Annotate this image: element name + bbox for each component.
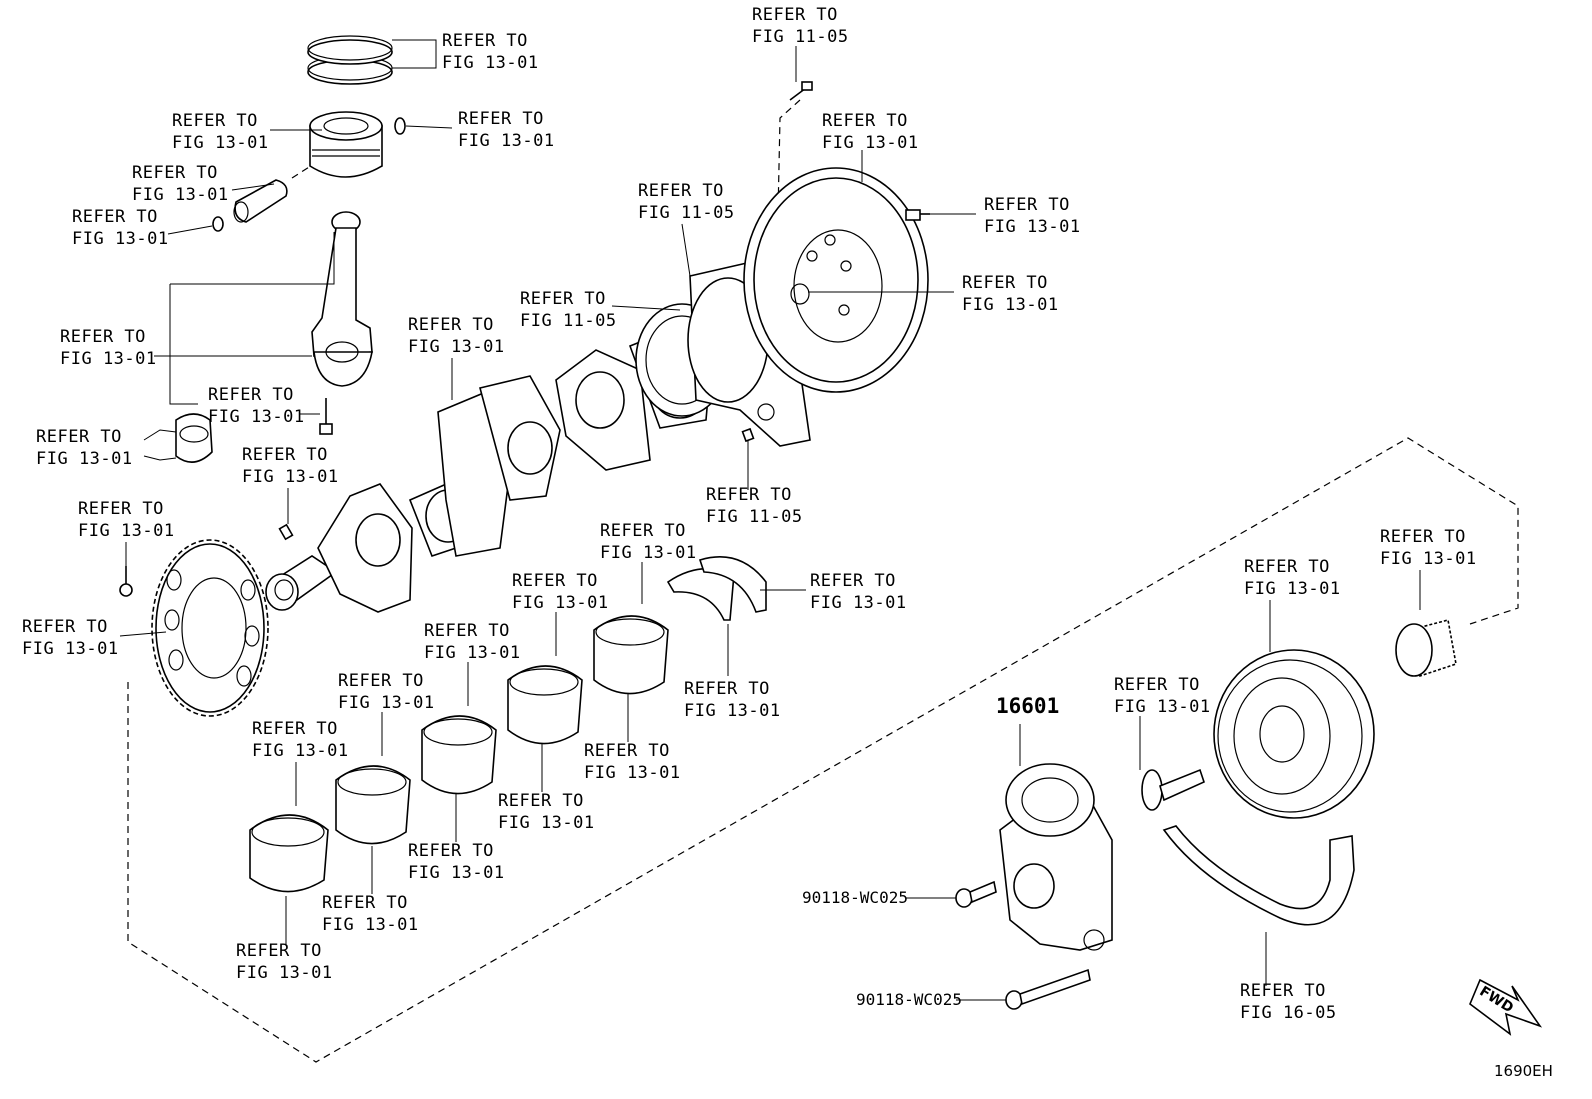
connecting-rod-drawing	[311, 211, 373, 387]
tensioner-bolt-long-drawing	[1005, 968, 1091, 1010]
snap-ring-left	[212, 216, 224, 232]
bolt-short-part-number[interactable]: 90118-WC025	[802, 888, 908, 907]
crank-pulley-drawing	[1213, 649, 1375, 819]
pulley-bolt-drawing	[1141, 768, 1205, 811]
tensioner-part-number[interactable]: 16601	[996, 694, 1060, 718]
crankshaft-drawing	[265, 325, 713, 613]
tensioner-bolt-short-drawing	[955, 880, 997, 908]
rod-bolt-drawing	[319, 398, 333, 435]
flywheel-side-bolt-drawing	[905, 209, 930, 221]
main-bearings-drawing	[249, 615, 669, 893]
v-belt-drawing	[1162, 825, 1355, 926]
leader-lines	[119, 39, 1421, 1001]
piston-drawing	[309, 111, 383, 178]
rod-bearing-drawing	[175, 413, 213, 463]
crank-key-drawing	[278, 523, 294, 541]
timing-sprocket-drawing	[151, 539, 269, 717]
thrust-washers-drawing	[666, 556, 767, 621]
bolt-long-part-number[interactable]: 90118-WC025	[856, 990, 962, 1009]
sprocket-bolt-drawing	[119, 566, 133, 597]
crank-gear-drawing	[1395, 619, 1457, 678]
sub-assembly-boundary	[127, 437, 1519, 1063]
fwd-arrow-icon	[1469, 978, 1543, 1036]
diagram-code: 1690EH	[1494, 1062, 1553, 1080]
tensioner-drawing	[999, 763, 1113, 951]
piston-pin-drawing	[233, 179, 288, 223]
piston-rings-drawing	[307, 35, 393, 85]
flywheel-top-bolt-drawing	[789, 81, 813, 101]
dowel-pin-drawing	[741, 427, 755, 443]
snap-ring-right	[394, 117, 406, 135]
flywheel-drawing	[743, 167, 929, 393]
